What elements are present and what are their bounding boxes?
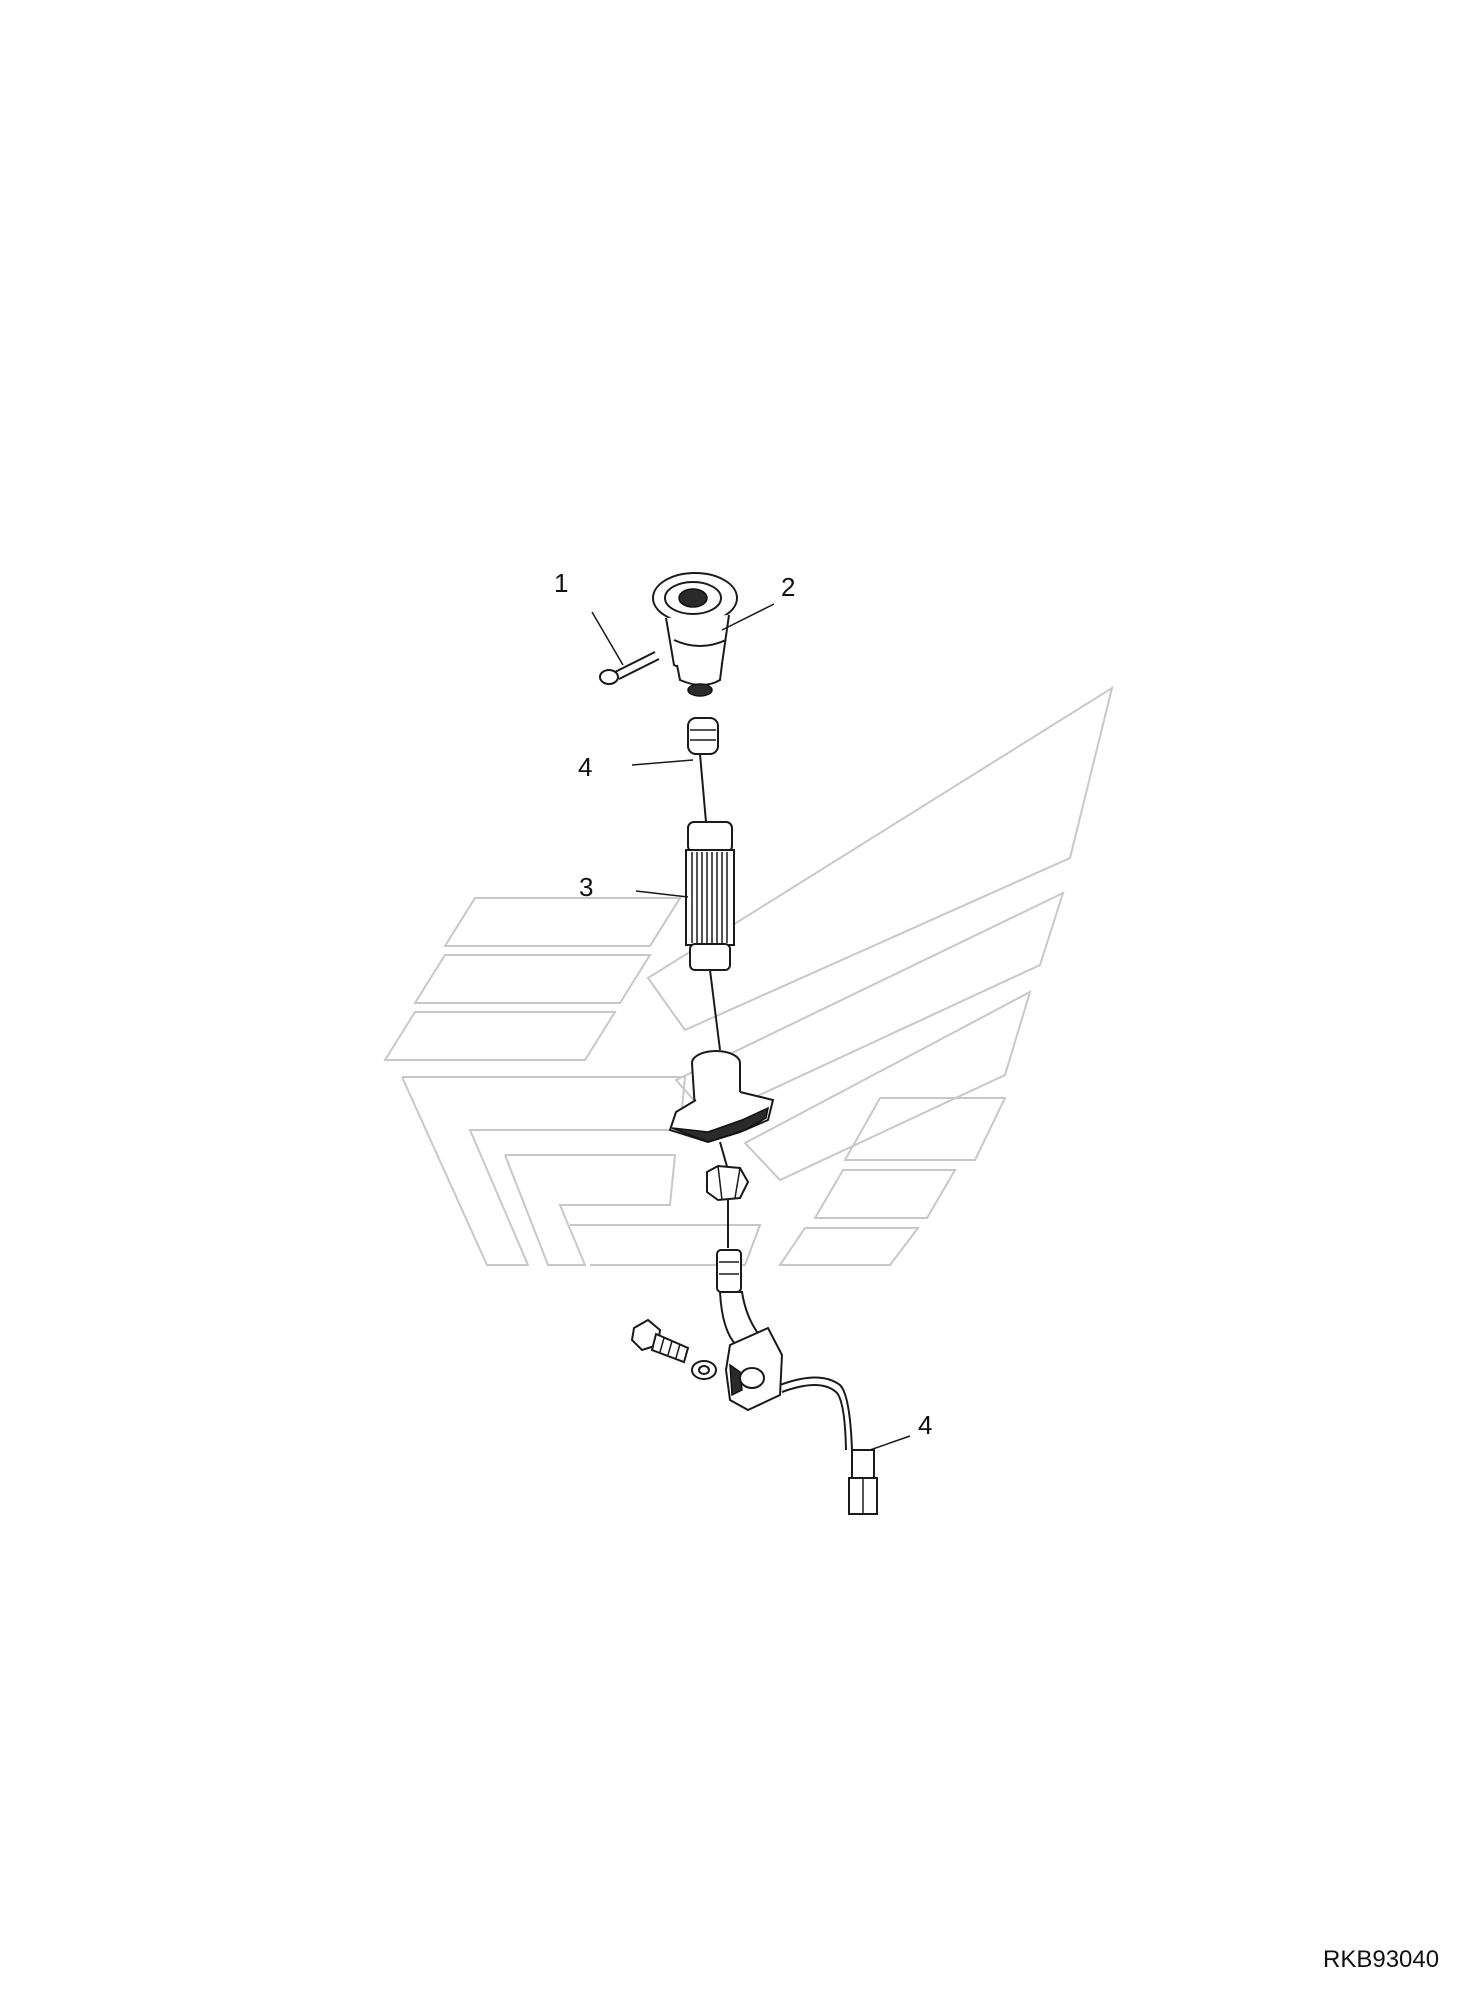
callout-1: 1 — [554, 568, 568, 598]
callout-4-bottom: 4 — [918, 1410, 932, 1440]
lighter-ribs — [691, 852, 728, 943]
washer-part — [691, 1360, 717, 1380]
nut-part — [706, 1164, 750, 1248]
callout-4-top: 4 — [578, 752, 592, 782]
lower-harness-part — [716, 1249, 878, 1515]
callout-2: 2 — [781, 572, 795, 602]
callout-3: 3 — [579, 872, 593, 902]
socket-holder-part — [668, 1050, 775, 1171]
watermark-logo — [383, 685, 1114, 1266]
wire-plug-top-part — [687, 717, 719, 823]
leader-lines — [591, 603, 911, 1451]
lighter-body-part — [685, 821, 735, 1051]
drawing-reference-code: RKB93040 — [1323, 1946, 1439, 1973]
lighter-socket-part — [652, 572, 738, 697]
bolt-part — [630, 1318, 690, 1364]
screw-part — [599, 651, 660, 685]
